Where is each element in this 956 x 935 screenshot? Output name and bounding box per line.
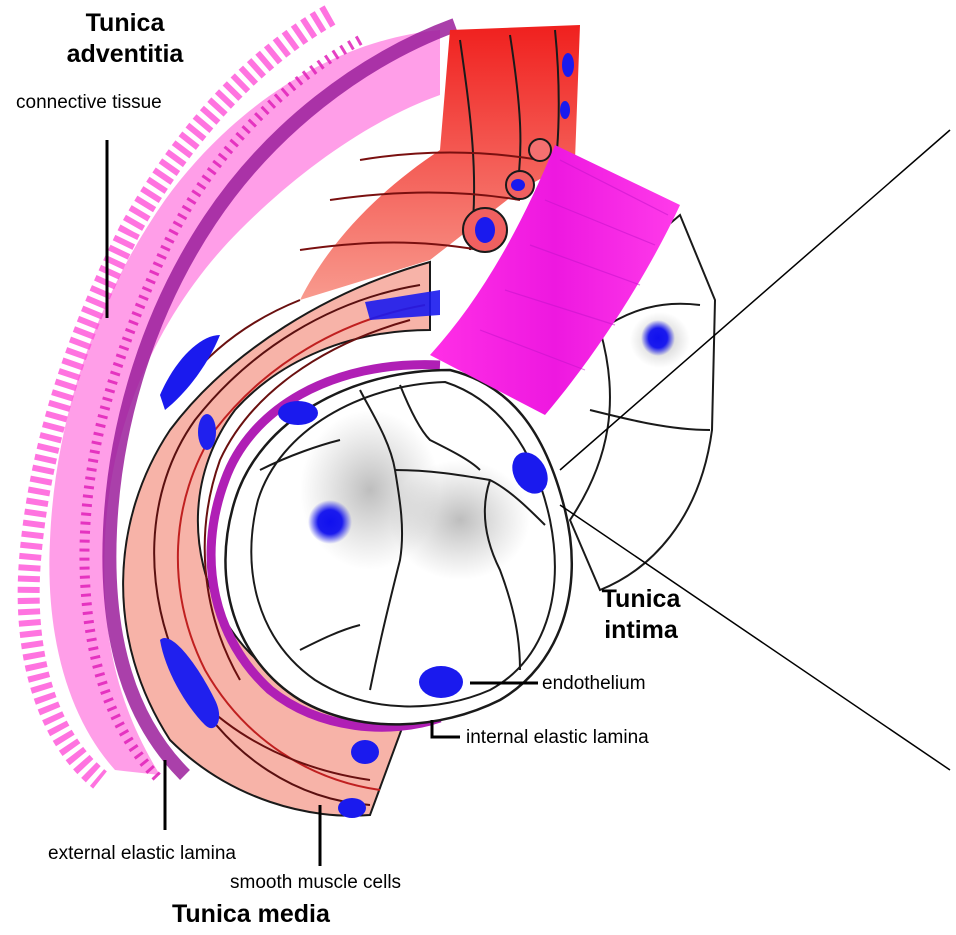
tunica-adventitia-line1: Tunica xyxy=(50,8,200,39)
smooth-muscle-cells-label: smooth muscle cells xyxy=(230,872,401,894)
tunica-intima-title: Tunica intima xyxy=(586,584,696,646)
tunica-media-title: Tunica media xyxy=(172,899,330,930)
tunica-adventitia-title: Tunica adventitia xyxy=(50,8,200,70)
tunica-intima-layer xyxy=(225,215,715,724)
external-elastic-lamina-label: external elastic lamina xyxy=(48,843,236,865)
tunica-adventitia-line2: adventitia xyxy=(50,39,200,70)
connective-tissue-label: connective tissue xyxy=(16,92,162,114)
endothelium-label: endothelium xyxy=(542,673,646,695)
tunica-intima-line2: intima xyxy=(586,615,696,646)
internal-elastic-lamina-label: internal elastic lamina xyxy=(466,727,649,749)
tunica-intima-line1: Tunica xyxy=(586,584,696,615)
